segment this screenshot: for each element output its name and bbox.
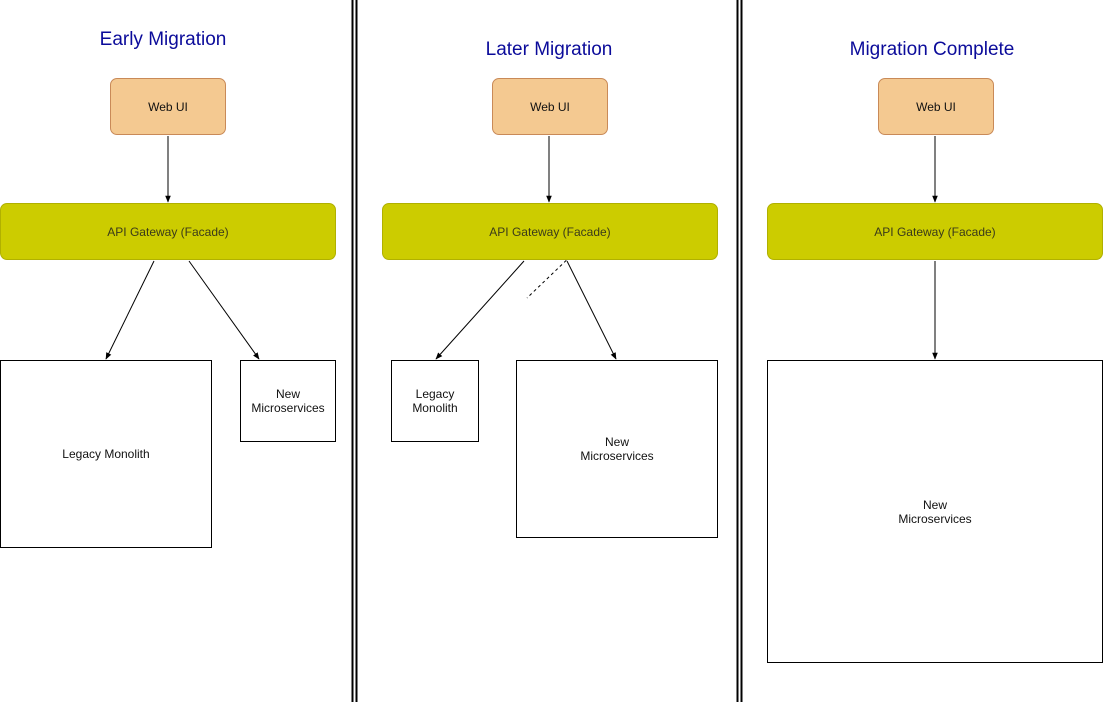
legacy-monolith-node: Legacy Monolith [391, 360, 479, 442]
legacy-monolith-node: Legacy Monolith [0, 360, 212, 548]
new-microservices-label: New Microservices [898, 497, 972, 526]
web-ui-node: Web UI [492, 78, 608, 135]
web-ui-node: Web UI [110, 78, 226, 135]
legacy-monolith-label: Legacy Monolith [412, 387, 458, 415]
arrow-gateway-to-legacy-2 [435, 260, 525, 360]
api-gateway-label: API Gateway (Facade) [489, 224, 611, 239]
web-ui-node: Web UI [878, 78, 994, 135]
new-microservices-node: New Microservices [767, 360, 1103, 663]
web-ui-label: Web UI [530, 99, 570, 114]
api-gateway-node: API Gateway (Facade) [767, 203, 1103, 260]
arrow-gateway-to-micro-1 [188, 260, 260, 360]
api-gateway-node: API Gateway (Facade) [0, 203, 336, 260]
panel-title-migration-complete: Migration Complete [849, 39, 1015, 60]
new-microservices-label: New Microservices [251, 387, 325, 415]
new-microservices-label: New Microservices [580, 435, 654, 463]
new-microservices-node: New Microservices [516, 360, 718, 538]
panel-title-later-migration: Later Migration [485, 39, 613, 60]
web-ui-label: Web UI [916, 99, 956, 114]
arrow-gateway-to-legacy-1 [105, 260, 155, 360]
api-gateway-label: API Gateway (Facade) [874, 224, 996, 239]
panel-title-early-migration: Early Migration [99, 29, 227, 50]
api-gateway-node: API Gateway (Facade) [382, 203, 718, 260]
legacy-monolith-label: Legacy Monolith [62, 447, 150, 461]
web-ui-label: Web UI [148, 99, 188, 114]
api-gateway-label: API Gateway (Facade) [107, 224, 229, 239]
new-microservices-node: New Microservices [240, 360, 336, 442]
dashed-line-2 [526, 251, 576, 299]
arrow-gateway-to-micro-2 [566, 260, 617, 360]
